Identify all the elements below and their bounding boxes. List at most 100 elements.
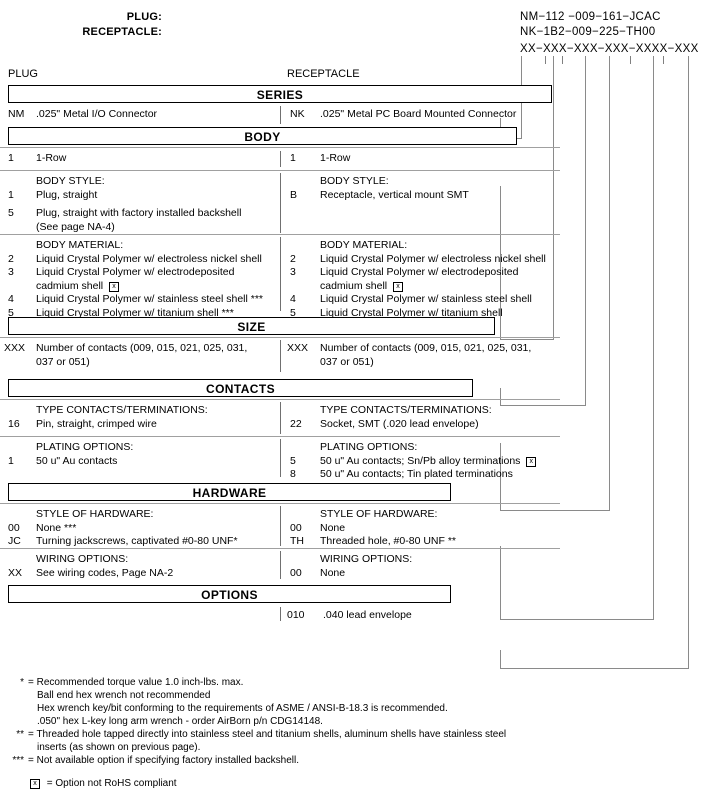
column-header-plug: PLUG	[8, 68, 38, 80]
entry-text: 50 u" Au contacts; Sn/Pb alloy terminati…	[320, 455, 560, 469]
column-header-receptacle: RECEPTACLE	[287, 68, 360, 80]
rohs-noncompliant-icon: x	[526, 456, 537, 467]
entry-text: Number of contacts (009, 015, 021, 025, …	[36, 342, 248, 354]
section-contacts-group-0: TYPE CONTACTS/TERMINATIONS: 16 Pin, stra…	[0, 399, 560, 436]
entry-row: 5 Liquid Crystal Polymer w/ titanium she…	[281, 307, 560, 321]
entry-row: 1 1-Row	[281, 152, 560, 166]
entry-text-label: 50 u" Au contacts; Sn/Pb alloy terminati…	[320, 454, 521, 467]
entry-code: 1	[8, 454, 14, 467]
entry-text: Receptacle, vertical mount SMT	[320, 188, 469, 201]
section-series-group-0: NM .025" Metal I/O Connector NK .025" Me…	[0, 103, 560, 127]
entry-text: None	[320, 521, 346, 534]
section-body-group-2: BODY MATERIAL: 2 Liquid Crystal Polymer …	[0, 234, 560, 319]
entry-row: 16 Pin, straight, crimped wire	[0, 418, 280, 432]
entry-code: 1	[8, 188, 14, 201]
group-heading: WIRING OPTIONS:	[36, 553, 129, 565]
entry-row: TH Threaded hole, #0-80 UNF **	[281, 535, 560, 549]
entry-row: 1 1-Row	[0, 152, 280, 166]
footnote-line: = Threaded hole tapped directly into sta…	[28, 729, 507, 740]
entry-row: 2 Liquid Crystal Polymer w/ electroless …	[281, 253, 560, 267]
entry-code: 1	[290, 152, 296, 164]
entry-code: 5	[290, 306, 296, 319]
entry-row: JC Turning jackscrews, captivated #0-80 …	[0, 535, 280, 549]
section-hardware-group-0: STYLE OF HARDWARE: 00 None *** JC Turnin…	[0, 503, 560, 548]
footnotes: * = Recommended torque value 1.0 inch-lb…	[4, 676, 604, 767]
footnote-marker: *	[20, 677, 24, 688]
entry-text: Liquid Crystal Polymer w/ electroless ni…	[36, 252, 262, 265]
entry-code: 4	[290, 293, 296, 306]
part-number-header: PLUG: NM−112 −009−161−JCAC RECEPTACLE: N…	[0, 0, 703, 64]
entry-text: 50 u" Au contacts	[36, 454, 118, 467]
entry-text: Liquid Crystal Polymer w/ stainless stee…	[320, 293, 532, 306]
entry-code: TH	[290, 535, 304, 548]
entry-code: XX	[8, 566, 23, 579]
entry-text: Liquid Crystal Polymer w/ electroless ni…	[320, 252, 546, 265]
section-band-contacts: CONTACTS	[8, 379, 473, 397]
entry-code: 5	[8, 306, 14, 319]
entry-text: Liquid Crystal Polymer w/ titanium shell	[320, 306, 503, 319]
group-heading: PLATING OPTIONS:	[36, 441, 134, 453]
footnote-line: = Not available option if specifying fac…	[28, 755, 299, 766]
entry-text-cont: 037 or 051)	[320, 355, 374, 368]
entry-text: Pin, straight, crimped wire	[36, 417, 157, 430]
entry-text: 1-Row	[320, 152, 351, 164]
section-band-size: SIZE	[8, 317, 495, 335]
entry-code: B	[290, 188, 298, 201]
footnote-line: Hex wrench key/bit conforming to the req…	[37, 703, 448, 714]
group-heading: STYLE OF HARDWARE:	[36, 508, 154, 520]
entry-code: XXX	[4, 342, 26, 354]
group-heading: BODY MATERIAL:	[36, 239, 124, 251]
footnote-rohs: x = Option not RoHS compliant	[30, 778, 177, 789]
entry-code: 4	[8, 293, 14, 306]
rohs-noncompliant-icon: x	[108, 281, 119, 292]
entry-code: 00	[290, 521, 302, 534]
entry-row: 22 Socket, SMT (.020 lead envelope)	[281, 418, 560, 432]
entry-code: JC	[8, 535, 21, 548]
section-band-hardware: HARDWARE	[8, 483, 451, 501]
entry-row: 4 Liquid Crystal Polymer w/ stainless st…	[281, 293, 560, 307]
entry-code: 3	[8, 266, 14, 279]
entry-row: 1 Plug, straight	[0, 189, 280, 203]
entry-text: Liquid Crystal Polymer w/ electrodeposit…	[320, 266, 519, 279]
entry-code: 00	[290, 566, 302, 579]
entry-code: XXX	[287, 342, 309, 354]
entry-row: 010 .040 lead envelope	[281, 609, 560, 623]
entry-text: Turning jackscrews, captivated #0-80 UNF…	[36, 535, 238, 548]
entry-code: 16	[8, 417, 20, 430]
group-heading: TYPE CONTACTS/TERMINATIONS:	[36, 404, 208, 416]
entry-text: Liquid Crystal Polymer w/ electrodeposit…	[36, 266, 235, 279]
entry-text-cont: cadmium shell x	[320, 280, 560, 294]
section-body-group-0: 1 1-Row 1 1-Row	[0, 147, 560, 170]
entry-row: 00 None	[281, 522, 560, 536]
footnote-triple-asterisk: *** = Not available option if specifying…	[4, 754, 604, 767]
receptacle-part-number: NK−1B2−009−225−TH00	[520, 26, 656, 38]
entry-code: NK	[290, 108, 305, 120]
section-band-series: SERIES	[8, 85, 552, 103]
entry-text-cont: (See page NA-4)	[36, 220, 115, 233]
entry-text-cont: 037 or 051)	[36, 355, 90, 368]
group-heading: STYLE OF HARDWARE:	[320, 508, 438, 520]
rohs-noncompliant-icon: x	[392, 281, 403, 292]
entry-code: 5	[290, 454, 296, 467]
entry-row: XX See wiring codes, Page NA-2	[0, 567, 280, 581]
footnote-rohs-text: = Option not RoHS compliant	[46, 778, 177, 789]
receptacle-label: RECEPTACLE:	[82, 26, 162, 38]
entry-code: 5	[8, 207, 14, 220]
footnote-marker: **	[16, 729, 24, 740]
entry-code: 2	[290, 252, 296, 265]
entry-text: 1-Row	[36, 152, 67, 164]
entry-code: 2	[8, 252, 14, 265]
entry-row: 3 Liquid Crystal Polymer w/ electrodepos…	[0, 266, 280, 293]
footnote-single-asterisk: * = Recommended torque value 1.0 inch-lb…	[4, 676, 604, 728]
entry-text-cont: cadmium shell x	[36, 280, 280, 294]
entry-row: 1 50 u" Au contacts	[0, 455, 280, 469]
footnote-line: = Recommended torque value 1.0 inch-lbs.…	[28, 677, 244, 688]
entry-row: 00 None ***	[0, 522, 280, 536]
entry-code: 1	[8, 152, 14, 164]
entry-text: Plug, straight with factory installed ba…	[36, 207, 242, 220]
footnote-line: .050" hex L-key long arm wrench - order …	[37, 716, 323, 727]
group-heading: BODY MATERIAL:	[320, 239, 408, 251]
entry-text: Threaded hole, #0-80 UNF **	[320, 535, 456, 548]
entry-row: 00 None	[281, 567, 560, 581]
entry-text: Number of contacts (009, 015, 021, 025, …	[320, 342, 532, 354]
